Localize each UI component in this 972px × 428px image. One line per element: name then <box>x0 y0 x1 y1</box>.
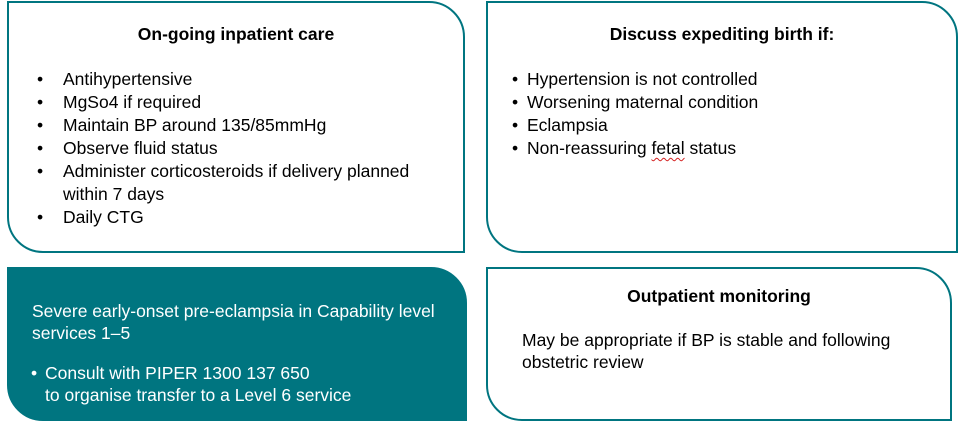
expedite-birth-box: Discuss expediting birth if: • Hypertensi… <box>486 1 958 253</box>
list-item: • Non-reassuring fetal status <box>512 137 952 160</box>
spellcheck-flagged-word: fetal <box>651 138 685 158</box>
list-item: • Daily CTG <box>37 206 457 229</box>
consult-line-1: Consult with PIPER 1300 137 650 <box>45 363 310 383</box>
bullet-icon: • <box>512 69 519 89</box>
list-item: • Maintain BP around 135/85mmHg <box>37 114 457 137</box>
outpatient-monitoring-title: Outpatient monitoring <box>627 286 811 306</box>
bullet-icon: • <box>37 207 44 227</box>
list-item-text: Maintain BP around 135/85mmHg <box>63 115 327 135</box>
inpatient-care-box: On-going inpatient care • Antihypertensiv… <box>7 1 465 253</box>
list-item-text: status <box>684 138 737 158</box>
severe-pre-eclampsia-box: Severe early-onset pre-eclampsia in Capa… <box>7 267 467 421</box>
list-item-text: Observe fluid status <box>63 138 218 158</box>
consult-line-2: to organise transfer to a Level 6 servic… <box>45 385 352 405</box>
bullet-icon: • <box>512 115 519 135</box>
bullet-icon: • <box>37 138 44 158</box>
list-item: • Observe fluid status <box>37 137 457 160</box>
outpatient-monitoring-box: Outpatient monitoring May be appropriate… <box>486 267 952 421</box>
outpatient-monitoring-text: May be appropriate if BP is stable and f… <box>522 330 891 372</box>
bullet-icon: • <box>37 69 44 89</box>
expedite-birth-title: Discuss expediting birth if: <box>609 24 835 44</box>
list-item-text: Hypertension is not controlled <box>527 69 758 89</box>
bullet-icon: • <box>37 115 44 135</box>
inpatient-care-list: • Antihypertensive • MgSo4 if required • Ma… <box>37 68 457 229</box>
list-item-text: Daily CTG <box>63 207 144 227</box>
bullet-icon: • <box>512 92 519 112</box>
list-item-text: Administer corticosteroids if delivery p… <box>63 161 410 204</box>
list-item: • Antihypertensive <box>37 68 457 91</box>
list-item: • Administer corticosteroids if delivery … <box>37 160 457 206</box>
severe-pre-eclampsia-text: Severe early-onset pre-eclampsia in Capa… <box>32 301 435 343</box>
list-item: • MgSo4 if required <box>37 91 457 114</box>
bullet-icon: • <box>37 161 44 181</box>
bullet-icon: • <box>31 363 38 383</box>
list-item: • Hypertension is not controlled <box>512 68 952 91</box>
inpatient-care-title: On-going inpatient care <box>137 24 335 44</box>
expedite-birth-list: • Hypertension is not controlled • Worseni… <box>512 68 952 160</box>
list-item-text: Eclampsia <box>527 115 608 135</box>
list-item-text: Antihypertensive <box>63 69 193 89</box>
list-item: • Worsening maternal condition <box>512 91 952 114</box>
bullet-icon: • <box>37 92 44 112</box>
bullet-icon: • <box>512 138 519 158</box>
list-item-text: Worsening maternal condition <box>527 92 759 112</box>
list-item-text: Non-reassuring <box>527 138 652 158</box>
list-item-text: MgSo4 if required <box>63 92 202 112</box>
list-item: • Eclampsia <box>512 114 952 137</box>
